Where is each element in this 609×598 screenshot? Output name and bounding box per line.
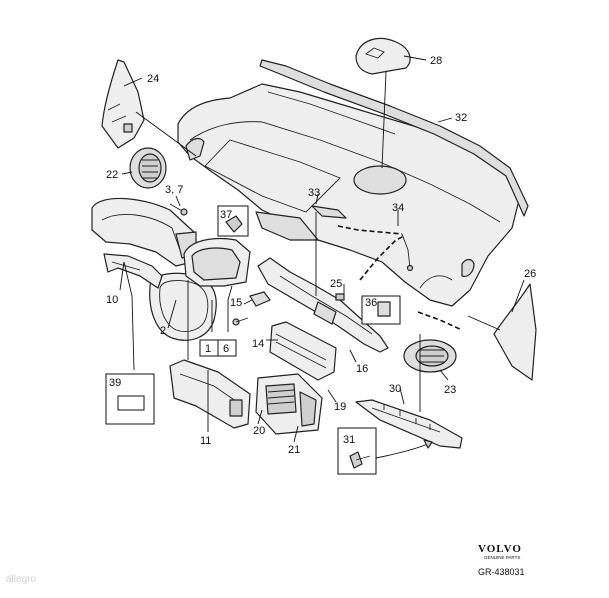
callout-2: 2 bbox=[160, 325, 166, 337]
callout-22: 22 bbox=[106, 169, 118, 181]
side-air-vent bbox=[129, 147, 167, 189]
callout-23: 23 bbox=[444, 384, 456, 396]
callout-3-7: 3, 7 bbox=[165, 184, 183, 196]
side-trim-panel bbox=[101, 59, 145, 149]
screw-part-3-7 bbox=[169, 203, 188, 216]
instrument-cluster-surround bbox=[91, 197, 197, 267]
cluster-bezel-frame bbox=[149, 272, 217, 341]
switch-part-15 bbox=[232, 291, 271, 326]
end-cover bbox=[493, 283, 537, 381]
clip-part-36 bbox=[361, 295, 401, 325]
speaker-grille bbox=[355, 37, 411, 75]
center-air-vents bbox=[255, 373, 323, 435]
callout-34: 34 bbox=[392, 202, 404, 214]
callout-37: 37 bbox=[220, 209, 232, 221]
callout-33: 33 bbox=[308, 187, 320, 199]
wiring-harness bbox=[337, 225, 414, 281]
callout-21: 21 bbox=[288, 444, 300, 456]
center-bezel bbox=[183, 237, 251, 287]
brand-subtitle: GENUINE PARTS bbox=[484, 555, 520, 560]
callout-28: 28 bbox=[430, 55, 442, 67]
watermark: allegro bbox=[6, 574, 36, 585]
callout-36: 36 bbox=[365, 297, 377, 309]
callout-6: 6 bbox=[223, 343, 229, 355]
reference-box-1-6 bbox=[199, 339, 237, 357]
callout-20: 20 bbox=[253, 425, 265, 437]
callout-15: 15 bbox=[230, 297, 242, 309]
clip-part-37 bbox=[217, 205, 249, 237]
callout-10: 10 bbox=[106, 294, 118, 306]
callout-16: 16 bbox=[356, 363, 368, 375]
callout-30: 30 bbox=[389, 383, 401, 395]
callout-11: 11 bbox=[200, 435, 211, 447]
brand-logo: VOLVO bbox=[478, 543, 522, 555]
callout-1: 1 bbox=[205, 343, 211, 355]
center-support bbox=[257, 257, 389, 353]
bracket bbox=[103, 253, 163, 289]
radio-housing bbox=[269, 321, 337, 381]
screw-part-31 bbox=[337, 427, 433, 475]
diagram-reference: GR-438031 bbox=[478, 567, 525, 577]
callout-labels: 24 28 32 22 3, 7 33 37 34 26 10 25 15 36… bbox=[106, 55, 536, 456]
callout-39: 39 bbox=[109, 377, 121, 389]
windscreen-trim-strip bbox=[259, 59, 529, 217]
dashboard-panel bbox=[177, 83, 521, 307]
callout-19: 19 bbox=[334, 401, 346, 413]
bracket-part-33 bbox=[311, 205, 347, 219]
callout-24: 24 bbox=[147, 73, 159, 85]
leader-lines bbox=[119, 55, 525, 443]
label-part-39 bbox=[105, 373, 155, 425]
trim-strip bbox=[355, 399, 463, 449]
callout-32: 32 bbox=[455, 112, 467, 124]
callout-26: 26 bbox=[524, 268, 536, 280]
lower-panel bbox=[169, 359, 251, 429]
callout-31: 31 bbox=[343, 434, 355, 446]
clip-part-25 bbox=[335, 293, 345, 301]
brand-footer: VOLVO GENUINE PARTS GR-438031 bbox=[478, 543, 525, 577]
callout-25: 25 bbox=[330, 278, 342, 290]
callout-14: 14 bbox=[252, 338, 264, 350]
right-air-vent bbox=[403, 311, 463, 373]
